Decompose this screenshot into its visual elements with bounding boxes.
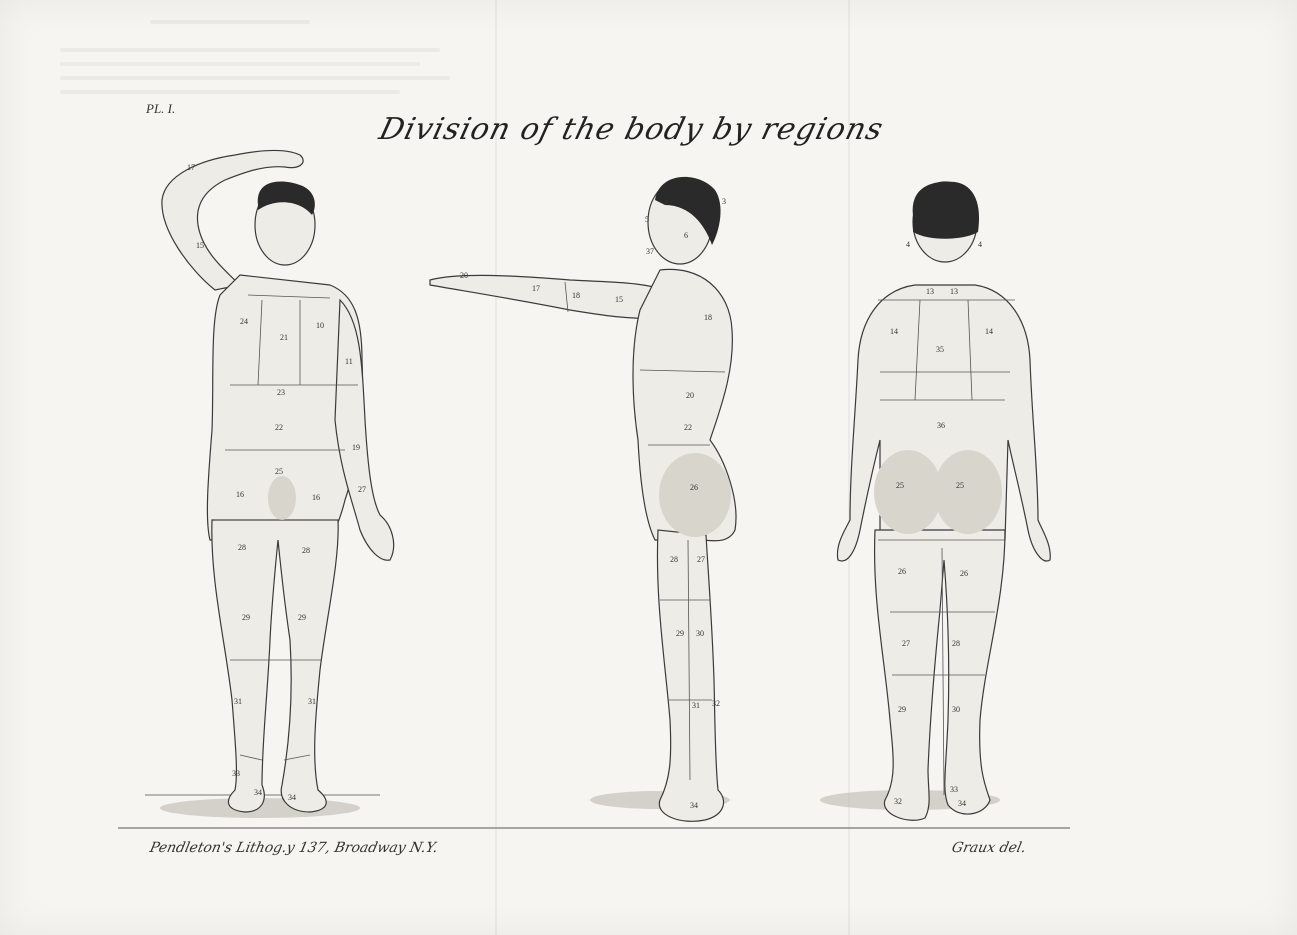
front-groin-shading xyxy=(268,476,296,520)
region-number: 22 xyxy=(275,423,283,432)
region-number: 26 xyxy=(960,569,968,578)
region-number: 29 xyxy=(242,613,250,622)
back-left-buttock-shading xyxy=(874,450,942,534)
region-number: 15 xyxy=(196,241,204,250)
region-number: 14 xyxy=(890,327,898,336)
region-number: 29 xyxy=(676,629,684,638)
region-number: 25 xyxy=(896,481,904,490)
region-number: 37 xyxy=(646,247,654,256)
front-figure: 24 21 10 23 22 25 16 16 28 28 29 29 31 3… xyxy=(162,150,394,812)
region-number: 4 xyxy=(978,240,982,249)
region-number: 15 xyxy=(615,295,623,304)
side-figure: 20 17 18 15 18 20 22 26 28 27 29 30 31 3… xyxy=(430,177,736,821)
region-number: 13 xyxy=(950,287,958,296)
region-number: 33 xyxy=(232,769,240,778)
region-number: 27 xyxy=(697,555,705,564)
region-number: 34 xyxy=(288,793,296,802)
region-number: 28 xyxy=(952,639,960,648)
region-number: 14 xyxy=(985,327,993,336)
region-number: 13 xyxy=(926,287,934,296)
region-number: 17 xyxy=(532,284,540,293)
region-number: 18 xyxy=(572,291,580,300)
region-number: 27 xyxy=(902,639,910,648)
side-outstretched-arm xyxy=(430,275,665,318)
region-number: 19 xyxy=(352,443,360,452)
region-number: 11 xyxy=(345,357,353,366)
region-number: 17 xyxy=(187,163,195,172)
region-number: 20 xyxy=(686,391,694,400)
region-number: 3 xyxy=(722,197,726,206)
front-right-arm xyxy=(335,300,394,560)
region-number: 26 xyxy=(898,567,906,576)
region-number: 30 xyxy=(952,705,960,714)
region-number: 32 xyxy=(894,797,902,806)
region-number: 29 xyxy=(298,613,306,622)
front-legs xyxy=(212,520,338,812)
region-number: 36 xyxy=(937,421,945,430)
region-number: 31 xyxy=(308,697,316,706)
region-number: 10 xyxy=(316,321,324,330)
region-number: 6 xyxy=(684,231,688,240)
region-number: 25 xyxy=(956,481,964,490)
region-number: 20 xyxy=(460,271,468,280)
region-number: 16 xyxy=(312,493,320,502)
region-number: 27 xyxy=(358,485,366,494)
region-number: 4 xyxy=(906,240,910,249)
region-number: 26 xyxy=(690,483,698,492)
region-number: 35 xyxy=(936,345,944,354)
region-number: 28 xyxy=(238,543,246,552)
side-buttock-shading xyxy=(659,453,731,537)
region-number: 16 xyxy=(236,490,244,499)
lithographer-credit: Pendleton's Lithog.y 137, Broadway N.Y. xyxy=(148,840,439,856)
artist-credit: Graux del. xyxy=(950,840,1027,856)
region-number: 31 xyxy=(692,701,700,710)
back-right-buttock-shading xyxy=(934,450,1002,534)
region-number: 18 xyxy=(704,313,712,322)
region-number: 29 xyxy=(898,705,906,714)
region-number: 34 xyxy=(690,801,698,810)
region-number: 5 xyxy=(645,215,649,224)
region-number: 24 xyxy=(240,317,248,326)
region-number: 22 xyxy=(684,423,692,432)
side-legs xyxy=(657,530,723,821)
region-number: 31 xyxy=(234,697,242,706)
region-number: 1 xyxy=(664,197,668,206)
region-number: 33 xyxy=(950,785,958,794)
region-number: 25 xyxy=(275,467,283,476)
region-number: 32 xyxy=(712,699,720,708)
region-number: 28 xyxy=(302,546,310,555)
region-number: 34 xyxy=(958,799,966,808)
region-number: 23 xyxy=(277,388,285,397)
region-number: 30 xyxy=(696,629,704,638)
region-number: 34 xyxy=(254,788,262,797)
region-number: 21 xyxy=(280,333,288,342)
region-number: 28 xyxy=(670,555,678,564)
back-figure: 13 13 14 14 35 36 25 25 26 26 27 28 29 3… xyxy=(837,182,1050,821)
back-hair xyxy=(913,182,979,239)
